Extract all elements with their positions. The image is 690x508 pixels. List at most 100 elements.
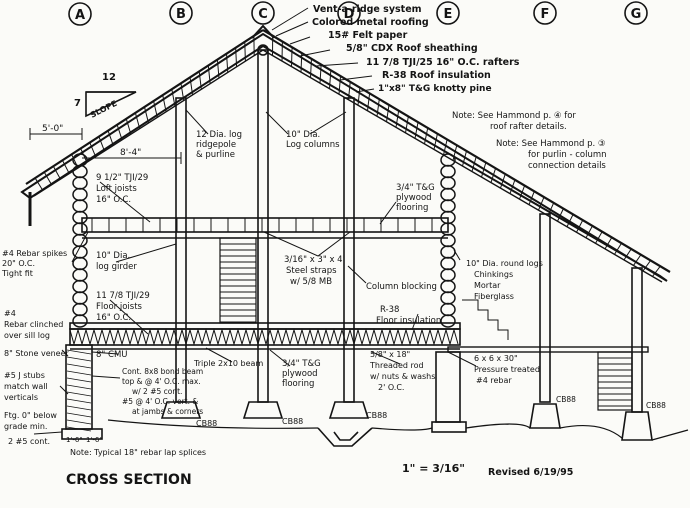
label-cb88-c: CB88 xyxy=(366,411,387,420)
rebar-lap-note: Note: Typical 18" rebar lap splices xyxy=(70,448,206,457)
wall-log xyxy=(72,222,88,236)
label-cb88-a: CB88 xyxy=(196,419,217,428)
label-threaded-rod-4: 2' O.C. xyxy=(378,383,404,392)
grid-label-b: B xyxy=(176,7,186,22)
stone-hatch-line xyxy=(66,370,92,376)
log-wall-left xyxy=(72,153,88,328)
grid-bubble-f: F xyxy=(533,1,557,25)
label-floor-joists-2: Floor joists xyxy=(96,302,143,312)
rafter-tick xyxy=(153,100,158,118)
label-round-logs-1: 10" Dia. round logs xyxy=(466,259,543,268)
rafter-tick xyxy=(471,156,477,172)
label-ridgepole-2: ridgepole xyxy=(196,140,236,150)
grid-bubble-d: D xyxy=(337,1,361,25)
revision-date: Revised 6/19/95 xyxy=(488,467,573,478)
stone-hatch-line xyxy=(66,398,92,404)
deck-stair-stringer xyxy=(597,351,633,411)
wall-log xyxy=(440,302,456,317)
pier-f xyxy=(529,403,561,429)
label-loft-joists-1: 9 1/2" TJI/29 xyxy=(96,173,148,183)
rafter-tick xyxy=(43,171,53,186)
label-cb88-e: CB88 xyxy=(646,401,666,410)
label-triple-beam: Triple 2x10 beam xyxy=(193,359,263,368)
stone-hatch-line xyxy=(66,405,92,411)
grid-label-c: C xyxy=(258,7,268,22)
rafter-tick xyxy=(623,248,632,261)
rafter-tick xyxy=(300,53,303,73)
note-purlin-line1: Note: See Hammond p. ③ xyxy=(496,139,606,149)
rafter-tick xyxy=(509,179,516,194)
rafter-tick xyxy=(144,106,149,124)
rafter-tick xyxy=(566,214,574,227)
callout-sheathing: 5/8" CDX Roof sheathing xyxy=(346,43,478,54)
label-footing-1: Ftg. 0" below xyxy=(4,411,57,420)
label-stone-veneer: 8" Stone veneer xyxy=(4,349,70,358)
grid-label-g: G xyxy=(631,7,642,22)
pier-b xyxy=(160,401,202,419)
rafter-tick xyxy=(500,173,506,189)
label-rebar-spikes-3: Tight fit xyxy=(1,269,33,278)
wall-log xyxy=(72,314,88,328)
label-threaded-rod-2: Threaded rod xyxy=(369,361,424,370)
rafter-tick xyxy=(134,112,141,129)
label-ridgepole-3: & purline xyxy=(196,150,235,160)
rafter-tick xyxy=(614,242,622,255)
label-loft-joists-2: Loft joists xyxy=(96,184,137,194)
insulation-zigzag xyxy=(69,328,459,346)
log-wall-right xyxy=(440,153,456,328)
grid-bubble-c: C xyxy=(251,1,275,25)
label-loft-joists-3: 16" O.C. xyxy=(96,195,131,205)
label-rebar-clinched-1: #4 xyxy=(4,309,16,318)
wall-log xyxy=(72,291,88,305)
callout-roof-insulation: R-38 Roof insulation xyxy=(382,70,491,81)
label-steel-straps-3: w/ 5/8 MB xyxy=(290,277,332,287)
rafter-tick xyxy=(34,177,44,191)
exterior-steps xyxy=(462,299,509,340)
rafter-tick xyxy=(414,122,419,139)
grid-bubble-a: A xyxy=(68,2,92,26)
rafter-tick xyxy=(319,64,322,84)
label-bond-beam-1: Cont. 8x8 bond beam xyxy=(122,367,203,376)
column-g xyxy=(631,267,643,413)
rafter-tick xyxy=(244,41,246,62)
column-f xyxy=(539,213,551,403)
rafter-tick xyxy=(405,116,409,133)
log-columns xyxy=(28,49,643,413)
rafter-tick xyxy=(576,219,584,233)
grid-bubble-g: G xyxy=(624,1,648,25)
label-threaded-rod-1: 5/8" x 18" xyxy=(370,350,410,359)
column-b xyxy=(175,97,187,403)
rafter-tick xyxy=(216,59,220,79)
label-columns-2: Log columns xyxy=(286,140,340,150)
rafter-tick xyxy=(462,150,467,167)
label-round-logs-3: Mortar xyxy=(474,281,501,290)
label-steel-straps-2: Steel straps xyxy=(286,266,337,276)
wall-log xyxy=(440,187,456,202)
label-round-logs-4: Fiberglass xyxy=(474,292,514,301)
label-cb88-d: CB88 xyxy=(556,395,576,404)
label-cmu: 8" CMU xyxy=(96,350,128,360)
rafter-ticks xyxy=(34,35,661,277)
stone-hatch-line xyxy=(66,363,92,369)
rafter-tick xyxy=(162,95,167,112)
cmu-wall-right xyxy=(435,351,461,423)
label-round-logs-2: Chinkings xyxy=(474,270,513,279)
dim-overhang: 5'-0" xyxy=(42,124,63,134)
label-plywood-upper-2: plywood xyxy=(396,193,432,203)
rafter-tick xyxy=(595,231,603,244)
label-ridgepole-1: 12 Dia. log xyxy=(196,130,242,140)
label-floor-insulation-1: R-38 xyxy=(380,305,399,315)
wall-log xyxy=(72,302,88,317)
wall-log xyxy=(440,314,456,328)
rafter-tick xyxy=(52,165,61,180)
label-rebar-clinched-2: Rebar clinched xyxy=(4,320,63,329)
upper-labels: 12 Dia. log ridgepole & purline 10" Dia.… xyxy=(96,130,435,213)
label-plywood-lower-1: 3/4" T&G xyxy=(282,359,321,369)
label-j-stubs-2: match wall xyxy=(4,382,48,391)
footing-left xyxy=(61,428,103,440)
label-post-3: #4 rebar xyxy=(476,376,512,385)
rafter-tick xyxy=(235,47,238,67)
rafter-tick xyxy=(443,139,448,156)
